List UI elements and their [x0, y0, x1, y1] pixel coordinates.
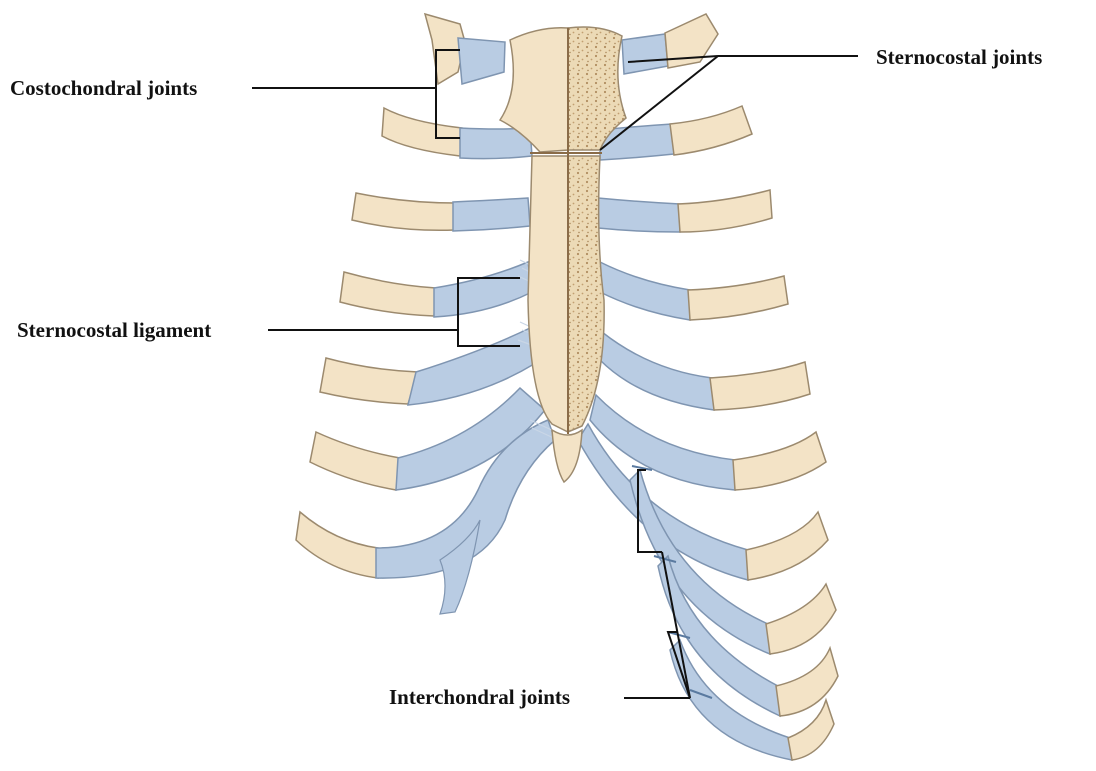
rib-4-left: [340, 262, 532, 317]
rib-5-left: [320, 328, 534, 405]
rib-3-right: [598, 190, 772, 232]
sternocostal-ligament-label: Sternocostal ligament: [17, 320, 211, 341]
rib-5-right: [600, 332, 810, 410]
rib-3-left: [352, 193, 530, 231]
rib-4-right: [600, 262, 788, 320]
sternocostal-joints-label: Sternocostal joints: [876, 47, 1042, 68]
costochondral-joints-label: Costochondral joints: [10, 78, 197, 99]
rib-1-right: [622, 14, 718, 74]
interchondral-joints-label: Interchondral joints: [389, 687, 570, 708]
